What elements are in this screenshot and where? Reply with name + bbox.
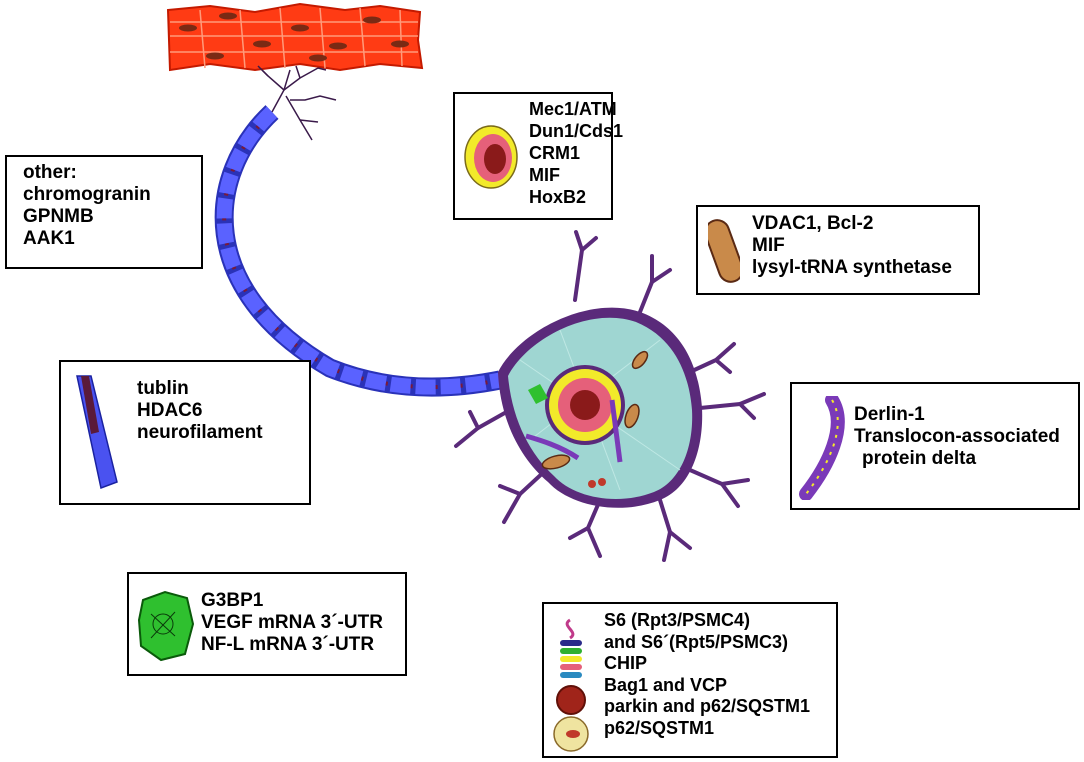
protein-label: NF-L mRNA 3´-UTR <box>201 634 375 655</box>
nucleus-icon <box>464 125 518 189</box>
protein-label: protein delta <box>862 448 977 469</box>
protein-label: HDAC6 <box>137 400 203 421</box>
protein-label: VDAC1, Bcl-2 <box>752 213 874 234</box>
protein-label: Translocon-associated <box>854 426 1060 447</box>
endoplasmic-reticulum-icon <box>799 396 845 500</box>
mitochondrion-icon <box>708 219 740 283</box>
stress-granule-icon <box>137 590 195 662</box>
protein-label: lysyl-tRNA synthetase <box>752 257 952 278</box>
protein-label: Derlin-1 <box>854 404 925 425</box>
protein-label: Mec1/ATM <box>529 99 617 119</box>
nucleus-proteins-box: Mec1/ATM Dun1/Cds1 CRM1 MIF HoxB2 <box>453 92 623 220</box>
protein-label: AAK1 <box>23 228 75 249</box>
axon-terminal-icon <box>257 65 337 141</box>
mitochondrion-proteins-box: VDAC1, Bcl-2 MIF lysyl-tRNA synthetase <box>696 205 980 295</box>
muscle-tissue-icon <box>166 2 424 72</box>
other-proteins-box: other: chromogranin GPNMB AAK1 <box>5 155 203 269</box>
protein-label: tublin <box>137 378 189 399</box>
protein-label: S6 (Rpt3/PSMC4) <box>604 610 751 630</box>
protein-label: GPNMB <box>23 206 94 227</box>
protein-label: G3BP1 <box>201 590 264 611</box>
myelinated-axon-icon <box>214 105 502 397</box>
proteasome-proteins-box: S6 (Rpt3/PSMC4) and S6´(Rpt5/PSMC3) CHIP… <box>542 602 838 758</box>
protein-label: HoxB2 <box>529 187 587 207</box>
protein-label: and S6´(Rpt5/PSMC3) <box>604 631 789 652</box>
er-proteins-box: Derlin-1 Translocon-associated protein d… <box>790 382 1080 510</box>
protein-label: MIF <box>529 165 560 185</box>
protein-label: Dun1/Cds1 <box>529 121 624 141</box>
protein-label: parkin and p62/SQSTM1 <box>604 696 811 716</box>
protein-label: neurofilament <box>137 422 263 443</box>
protein-label: p62/SQSTM1 <box>604 717 715 738</box>
microtubule-icon <box>76 375 118 490</box>
protein-label: CHIP <box>604 653 648 673</box>
protein-label: VEGF mRNA 3´-UTR <box>201 612 383 633</box>
stress-granule-proteins-box: G3BP1 VEGF mRNA 3´-UTR NF-L mRNA 3´-UTR <box>127 572 407 676</box>
protein-label: MIF <box>752 235 785 256</box>
neuron-cell-body-icon <box>454 230 766 562</box>
protein-label: chromogranin <box>23 184 151 205</box>
other-label: other: <box>23 162 77 183</box>
protein-label: Bag1 and VCP <box>604 674 728 695</box>
cytoskeleton-proteins-box: tublin HDAC6 neurofilament <box>59 360 311 505</box>
proteasome-stack-icon <box>553 618 589 752</box>
protein-label: CRM1 <box>529 143 581 163</box>
